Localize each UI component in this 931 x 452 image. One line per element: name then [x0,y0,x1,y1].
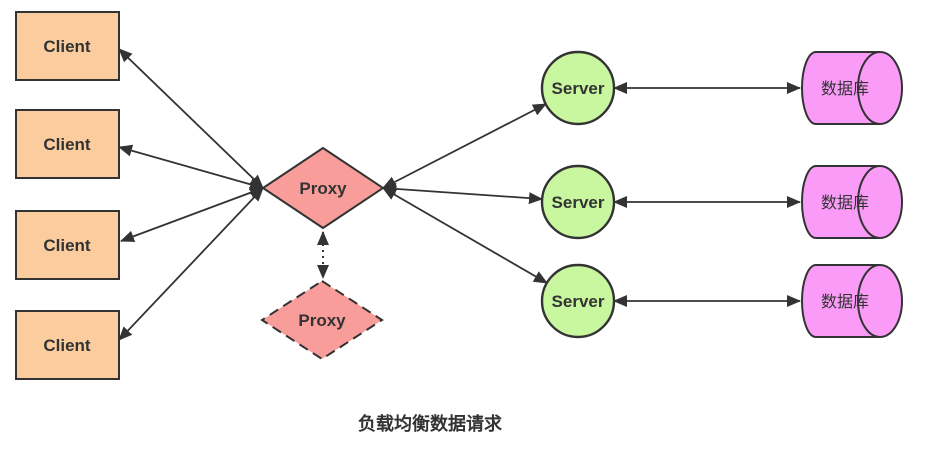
server-circle-3 [540,263,616,339]
server-circle-1 [540,50,616,126]
server-label-3: Server [552,292,605,311]
connectors [118,48,801,341]
database-cylinder-face [857,51,881,125]
proxy-label: Proxy [299,179,347,198]
backup-proxy-label: Proxy [298,311,346,330]
database-label-2: 数据库 [821,194,869,212]
database-label-3: 数据库 [821,293,869,311]
server-circle-2 [540,164,616,240]
database-cylinder-2 [801,165,903,239]
database-cylinder-3 [801,264,903,338]
client-box-2 [15,109,120,179]
client-box-3 [15,210,120,280]
client-label-2: Client [43,135,91,154]
client-label-1: Client [43,37,91,56]
labels: Client Client Client Client Proxy Proxy … [43,37,869,434]
server-label-2: Server [552,193,605,212]
database-cylinder-face [857,264,881,338]
arrow-proxy-client-4 [118,187,264,341]
client-label-3: Client [43,236,91,255]
shapes [15,11,903,380]
client-box-1 [15,11,120,81]
database-label-1: 数据库 [821,80,869,98]
database-cylinder-face [857,165,881,239]
arrow-proxy-server-3 [382,187,548,284]
proxy-diamond [261,146,385,230]
arrow-proxy-client-2 [118,144,264,191]
client-box-4 [15,310,120,380]
diagram-caption: 负载均衡数据请求 [358,413,503,434]
database-cylinder-1 [801,51,903,125]
server-label-1: Server [552,79,605,98]
arrow-proxy-server-1 [382,103,547,189]
backup-proxy-diamond [260,279,384,361]
client-label-4: Client [43,336,91,355]
arrow-proxy-server-2 [382,182,543,205]
arrow-proxy-client-3 [120,186,264,243]
